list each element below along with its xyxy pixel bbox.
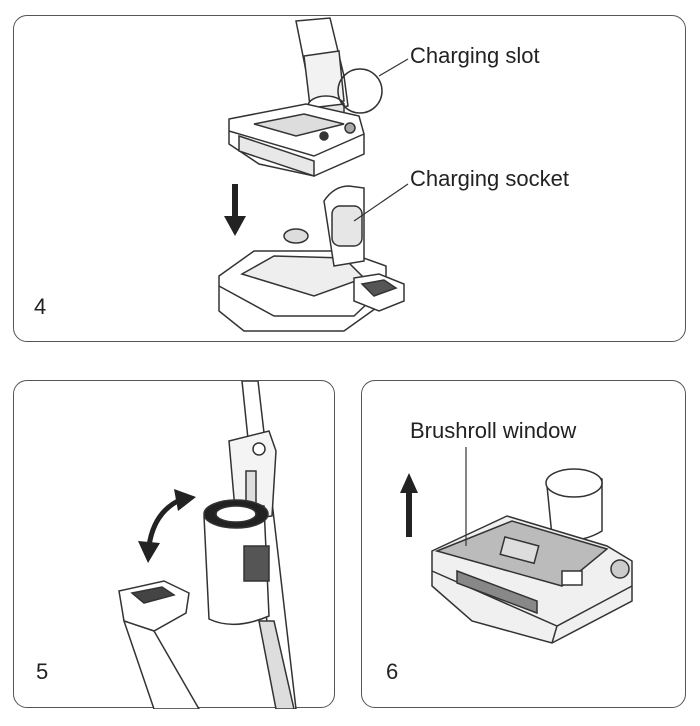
step-number: 4 <box>34 294 47 319</box>
charging-socket-label: Charging socket <box>410 166 569 191</box>
rotate-arrow-icon <box>146 496 184 547</box>
brushroll-window-label: Brushroll window <box>410 418 577 443</box>
up-arrow-icon <box>400 473 418 537</box>
step-4-illustration <box>218 17 409 332</box>
step-5-panel: 5 <box>13 380 335 709</box>
step-4-panel: Charging slot Charging socket 4 <box>13 15 686 342</box>
step-6-illustration <box>400 447 633 644</box>
step-number: 5 <box>36 659 49 684</box>
charging-slot-highlight <box>337 68 383 114</box>
step-5-illustration <box>118 381 297 709</box>
down-arrow-icon <box>224 184 246 236</box>
charging-slot-label: Charging slot <box>410 43 540 68</box>
step-number: 6 <box>386 659 399 684</box>
step-6-panel: Brushroll window 6 <box>361 380 686 708</box>
